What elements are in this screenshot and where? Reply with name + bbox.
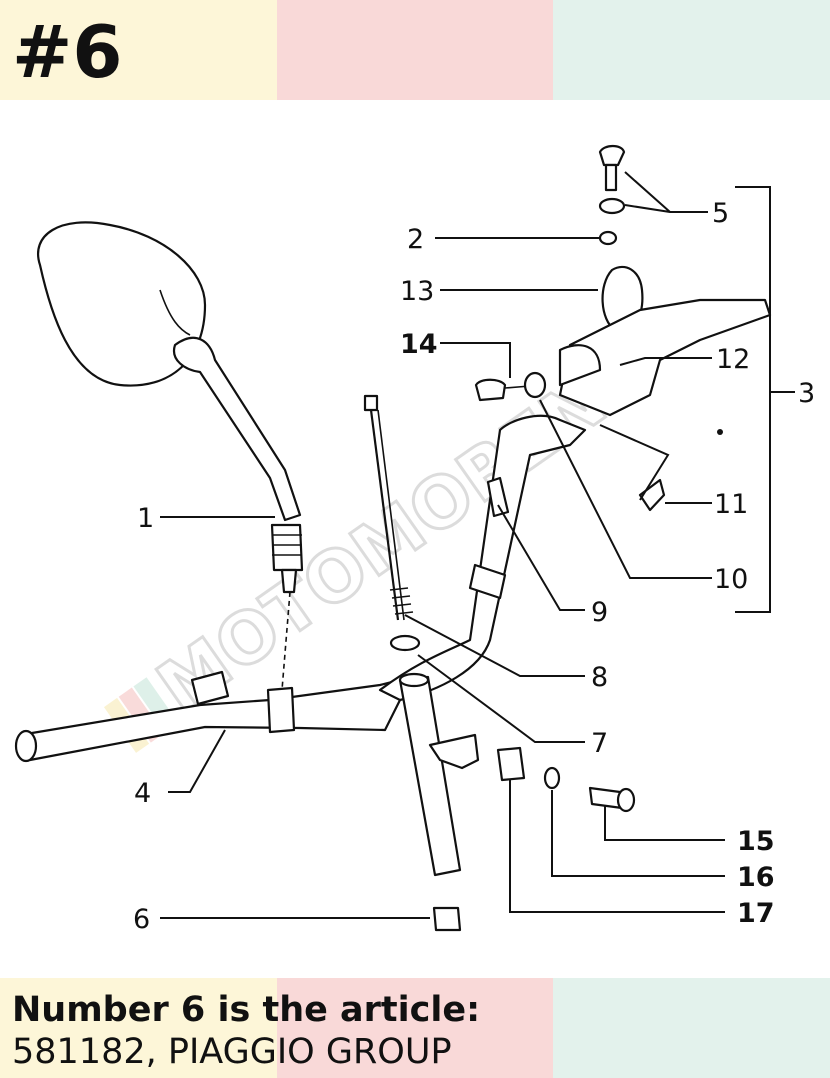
callout-2: 2 — [407, 224, 424, 255]
caption-heading: Number 6 is the article: — [12, 990, 481, 1030]
callout-1: 1 — [137, 503, 154, 534]
callout-4: 4 — [134, 778, 151, 809]
band-segment-yellow — [0, 978, 277, 1078]
callout-labels: 1 2 3 4 5 6 7 8 9 10 11 12 13 14 15 16 1… — [133, 198, 815, 935]
part-1-mirror — [37, 221, 304, 691]
part-4-handlebar — [14, 414, 587, 763]
callout-3: 3 — [798, 378, 815, 409]
callout-5: 5 — [712, 198, 729, 229]
callout-16: 16 — [737, 862, 775, 893]
steering-stem — [363, 394, 480, 932]
callout-13: 13 — [400, 276, 434, 307]
fastener-group — [496, 746, 636, 813]
footer-color-band — [0, 978, 830, 1078]
band-segment-mint — [553, 978, 830, 1078]
caption-article-info: 581182, PIAGGIO GROUP — [12, 1032, 452, 1072]
part-7-washer — [389, 634, 421, 652]
leader-lines — [160, 171, 795, 919]
article-caption: Number 6 is the article: 581182, PIAGGIO… — [12, 990, 480, 1072]
part-number-badge: #6 — [12, 10, 123, 94]
band-segment-yellow — [0, 0, 277, 100]
callout-14: 14 — [400, 329, 438, 360]
callout-6: 6 — [133, 904, 150, 935]
header-color-band — [0, 0, 830, 100]
callout-7: 7 — [591, 728, 608, 759]
callout-9: 9 — [591, 597, 608, 628]
callout-15: 15 — [737, 826, 775, 857]
exploded-parts-diagram: MOTOMOREN — [14, 144, 815, 935]
callout-10: 10 — [714, 564, 748, 595]
callout-11: 11 — [714, 489, 748, 520]
band-segment-pink — [277, 0, 553, 100]
callout-17: 17 — [737, 898, 775, 929]
callout-8: 8 — [591, 662, 608, 693]
callout-12: 12 — [716, 344, 750, 375]
band-segment-pink — [277, 978, 553, 1078]
part-6-cap — [432, 906, 462, 932]
band-segment-mint — [553, 0, 830, 100]
